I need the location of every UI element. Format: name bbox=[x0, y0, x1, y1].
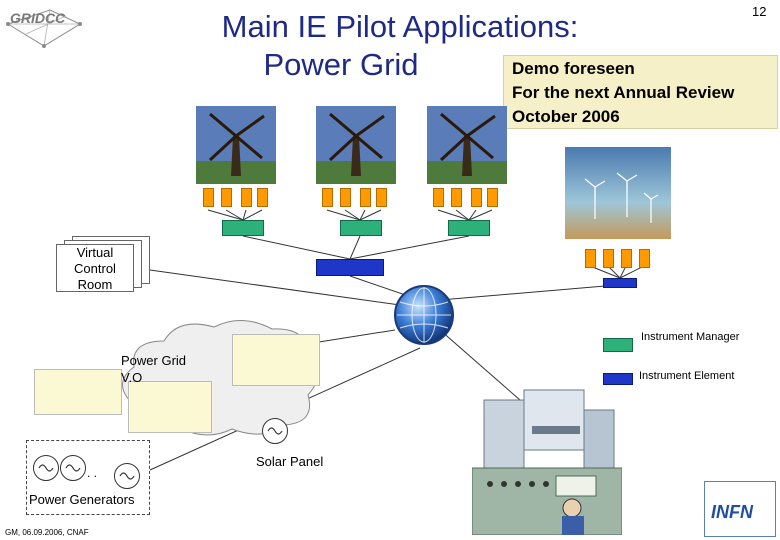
instrument-element-box bbox=[316, 259, 384, 276]
instrument-element-box bbox=[603, 278, 637, 288]
slide-title: Main IE Pilot Applications: Power Grid bbox=[180, 8, 620, 84]
title-line-1: Main IE Pilot Applications: bbox=[221, 9, 579, 44]
instrument-manager-box bbox=[448, 220, 490, 236]
sensor bbox=[585, 249, 596, 268]
vo-panel-3 bbox=[232, 334, 320, 386]
sensor bbox=[487, 188, 498, 207]
generator-icon bbox=[60, 455, 86, 481]
instrument-manager-box bbox=[340, 220, 382, 236]
note-line-2: For the next Annual Review bbox=[512, 83, 735, 102]
sensor bbox=[360, 188, 371, 207]
vcr-card-front bbox=[56, 244, 134, 292]
power-generators-group bbox=[26, 440, 150, 515]
power-plant-illustration bbox=[471, 380, 623, 536]
sensor bbox=[376, 188, 387, 207]
windmill-photo-3 bbox=[427, 106, 507, 184]
legend-instrument-element-label: Instrument Element bbox=[639, 370, 735, 382]
note-line-1: Demo foreseen bbox=[512, 59, 635, 78]
page-number: 12 bbox=[752, 4, 767, 19]
generator-ellipsis: . . bbox=[87, 466, 98, 480]
infn-logo: INFN bbox=[704, 481, 776, 537]
vo-panel-1 bbox=[34, 369, 122, 415]
globe-icon bbox=[393, 284, 455, 346]
sensor bbox=[603, 249, 614, 268]
legend-instrument-element-swatch bbox=[603, 373, 633, 385]
demo-note-box: Demo foreseen For the next Annual Review… bbox=[503, 55, 778, 129]
gridcc-logo-text: GRIDCC bbox=[10, 10, 66, 26]
vo-panel-2 bbox=[128, 381, 212, 433]
sensor bbox=[322, 188, 333, 207]
sensor bbox=[241, 188, 252, 207]
sensor bbox=[257, 188, 268, 207]
sensor bbox=[471, 188, 482, 207]
wind-farm-photo bbox=[565, 147, 671, 239]
generator-icon bbox=[114, 463, 140, 489]
instrument-manager-box bbox=[222, 220, 264, 236]
solar-panel-generator-icon bbox=[262, 418, 288, 444]
virtual-control-room-label: Virtual Control Room bbox=[74, 245, 116, 292]
footer-text: GM, 06.09.2006, CNAF bbox=[5, 528, 89, 537]
sensor bbox=[639, 249, 650, 268]
windmill-photo-2 bbox=[316, 106, 396, 184]
power-generators-label: Power Generators bbox=[29, 492, 135, 507]
sensor bbox=[221, 188, 232, 207]
windmill-photo-1 bbox=[196, 106, 276, 184]
sensor bbox=[451, 188, 462, 207]
gridcc-logo: GRIDCC bbox=[4, 6, 84, 50]
solar-panel-label: Solar Panel bbox=[256, 454, 324, 469]
title-line-2: Power Grid bbox=[263, 47, 419, 82]
note-line-3: October 2006 bbox=[512, 107, 620, 126]
sensor bbox=[433, 188, 444, 207]
power-grid-vo-label: Power Grid V.O bbox=[121, 353, 187, 385]
sensor bbox=[203, 188, 214, 207]
sensor bbox=[621, 249, 632, 268]
generator-icon bbox=[33, 455, 59, 481]
sensor bbox=[340, 188, 351, 207]
infn-logo-text: INFN bbox=[711, 502, 753, 522]
legend-instrument-manager-swatch bbox=[603, 338, 633, 352]
legend-instrument-manager-label: Instrument Manager bbox=[641, 331, 740, 343]
